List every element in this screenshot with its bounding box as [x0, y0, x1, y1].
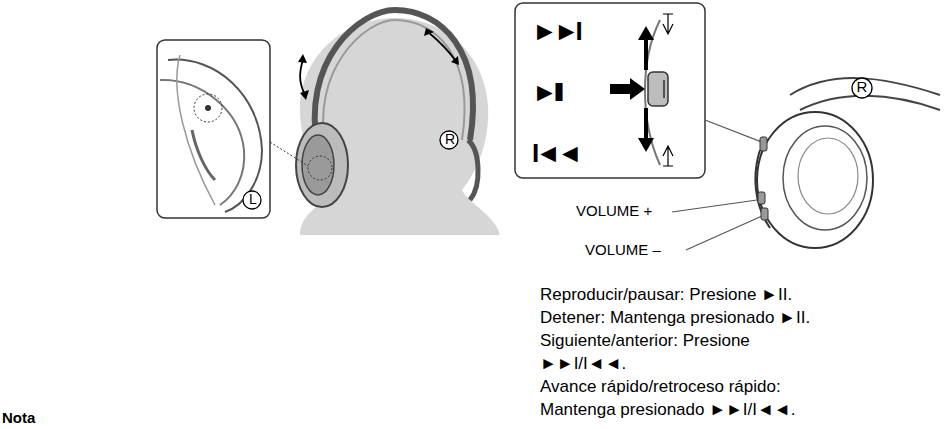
headband: [315, 10, 473, 150]
callout-letter: R: [442, 130, 458, 149]
note-heading: Nota: [2, 408, 82, 428]
headband-inner: [323, 20, 464, 148]
button: [760, 137, 767, 151]
instruction-text: Siguiente/anterior: Presione ►►I/I◄◄.: [540, 330, 805, 376]
instruction-text: Detener: Mantenga presionado ►II.: [540, 307, 940, 330]
button: [758, 192, 765, 204]
instruction-text: Reproducir/pausar: Presione ►II.: [540, 284, 940, 307]
right-inset-frame: [515, 3, 705, 178]
left-inset-frame: [157, 40, 270, 218]
right-earcup: [757, 112, 873, 248]
callout-circle: [440, 131, 458, 149]
callout-letter: R: [854, 77, 870, 97]
part-label: VOLUME +: [576, 201, 676, 221]
left-earcup: [296, 123, 348, 207]
callout-circle: [852, 78, 872, 98]
button-icon: ►►I: [532, 14, 602, 49]
slider-switch: [648, 72, 668, 106]
button-icon: I◄◄: [532, 136, 602, 171]
button: [761, 208, 768, 220]
button-icon: ►II: [532, 75, 602, 110]
part-label: VOLUME –: [585, 240, 685, 260]
instruction-text: Avance rápido/retroceso rápido: Mantenga…: [540, 376, 840, 422]
callout-circle: [243, 191, 261, 209]
callout-letter: L: [245, 190, 261, 209]
left-earcup-face: [302, 135, 334, 195]
